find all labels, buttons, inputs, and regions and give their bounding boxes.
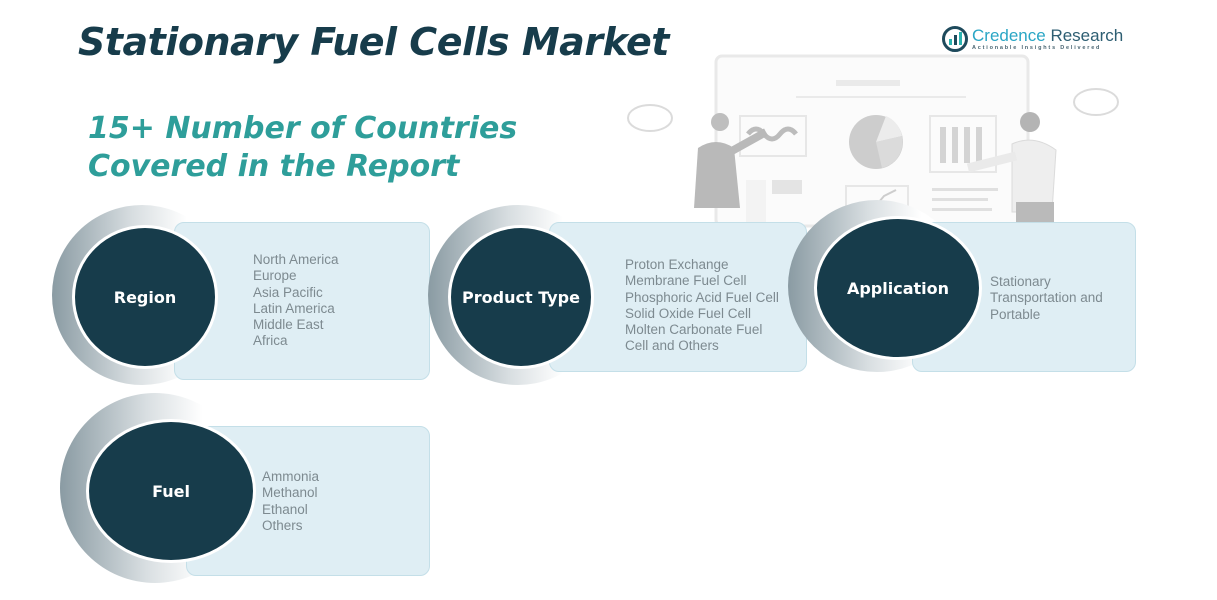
list-item: Stationary [990,274,1051,289]
list-item: Europe [253,268,297,284]
segment-label: Region [113,287,177,307]
list-item: Molten Carbonate Fuel [625,322,763,338]
segment-label: Application [846,278,950,298]
presentation-illustration-icon [627,54,1119,232]
page-title: Stationary Fuel Cells Market [78,20,669,64]
list-item: Middle East [253,317,324,333]
list-item: Transportation and [990,290,1103,306]
credence-logo-icon [942,26,968,52]
list-item: Ammonia [262,469,320,484]
list-item: Solid Oxide Fuel Cell [625,305,752,321]
countries-covered-heading: 15+ Number of Countries Covered in the R… [88,110,517,186]
segment-items: Stationary Transportation and Portable [990,274,1103,323]
list-item: Cell and Others [625,338,719,354]
list-item: Ethanol [262,501,308,517]
list-item: Phosphoric Acid Fuel Cell [625,289,779,305]
subtitle-line-1: 15+ Number of Countries [88,111,518,146]
list-item: Latin America [253,300,335,316]
segment-circle: Region [72,225,218,369]
list-item: Africa [253,333,288,349]
segment-items: Proton Exchange Membrane Fuel Cell Phosp… [625,257,779,355]
list-item: Portable [990,306,1041,322]
segment-label: Fuel [152,481,190,501]
segment-circle: Application [814,216,982,360]
list-item: Membrane Fuel Cell [625,273,747,289]
segment-label: Product Type [462,287,580,307]
segment-items: Ammonia Methanol Ethanol Others [262,469,319,534]
credence-research-logo: Credence Research Actionable Insights De… [942,26,1123,52]
subtitle-line-2: Covered in the Report [88,149,460,184]
segment-items: North America Europe Asia Pacific Latin … [253,252,339,350]
list-item: North America [253,252,339,267]
list-item: Methanol [262,485,318,501]
list-item: Asia Pacific [253,284,323,300]
segment-circle: Fuel [86,419,256,563]
list-item: Others [262,517,303,533]
logo-tagline: Actionable Insights Delivered [972,45,1102,51]
segment-circle: Product Type [448,225,594,369]
list-item: Proton Exchange [625,257,729,272]
logo-name: Credence Research [972,26,1124,45]
